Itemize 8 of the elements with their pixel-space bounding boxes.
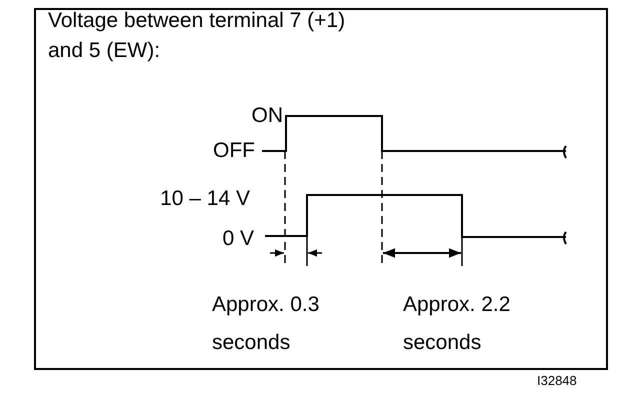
state-label: OFF [213,138,255,164]
level-label: 0 V [222,226,254,252]
duration-label: Approx. 0.3 seconds [212,292,320,356]
duration-label: Approx. 2.2 seconds [403,292,512,356]
heading: Voltage between terminal 7 (+1) and 5 (EW): [48,8,346,64]
figure-code: I32848 [537,372,577,390]
state-label: ON [252,103,283,129]
level-label: 10 – 14 V [160,186,250,212]
